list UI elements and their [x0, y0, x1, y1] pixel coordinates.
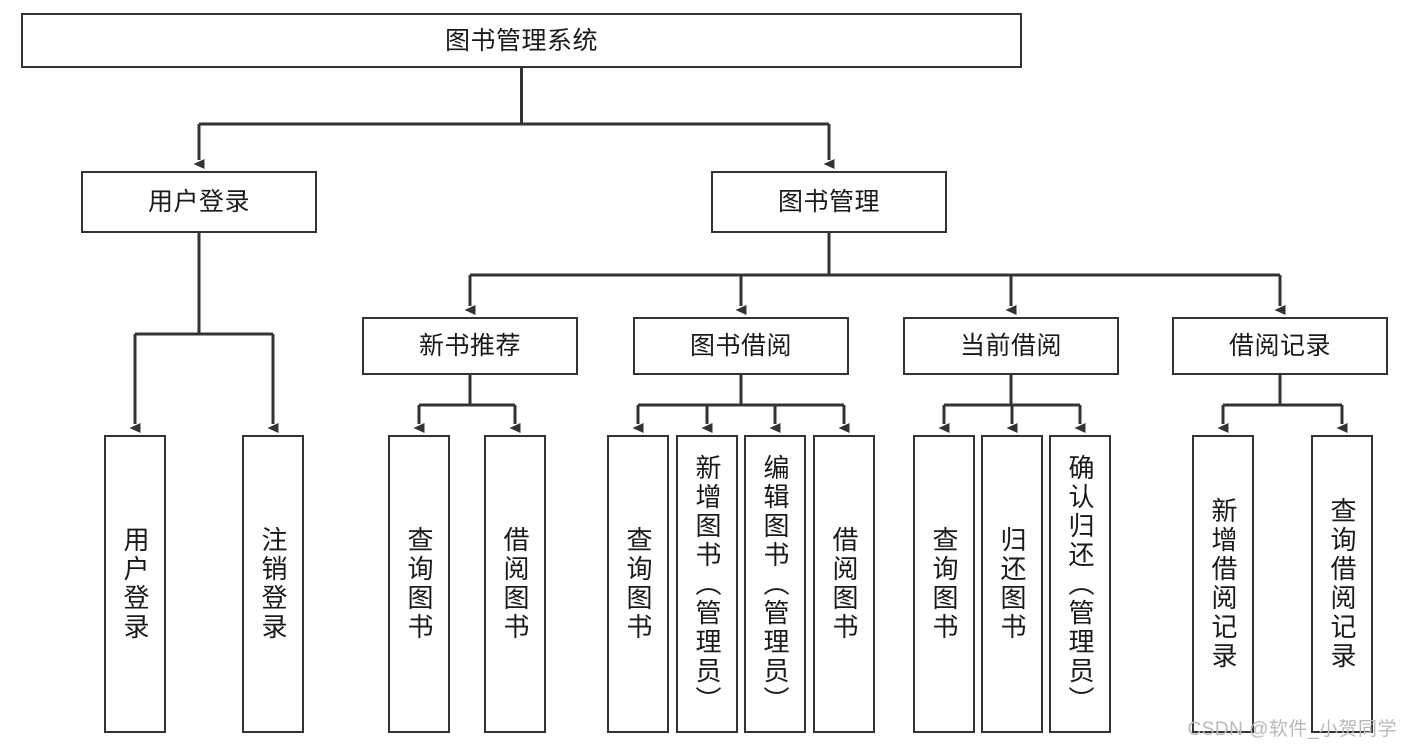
node-leaf-query-book-current[interactable]: 查询图书: [913, 435, 975, 733]
node-label: 编辑图书（管理员）: [760, 453, 790, 715]
node-label: 用户登录: [120, 526, 150, 642]
node-leaf-return-book[interactable]: 归还图书: [981, 435, 1043, 733]
node-label: 新增图书（管理员）: [692, 453, 722, 715]
node-leaf-user-login[interactable]: 用户登录: [104, 435, 166, 733]
node-leaf-query-book-borrow[interactable]: 查询图书: [607, 435, 669, 733]
node-label: 归还图书: [997, 526, 1027, 642]
node-leaf-logout[interactable]: 注销登录: [242, 435, 304, 733]
node-label: 注销登录: [258, 526, 288, 642]
node-book-management[interactable]: 图书管理: [711, 171, 947, 233]
watermark-text: CSDN @软件_小贺同学: [1187, 719, 1397, 740]
node-current-borrow[interactable]: 当前借阅: [903, 317, 1119, 375]
node-leaf-query-book-recommend[interactable]: 查询图书: [388, 435, 450, 733]
node-label: 借阅图书: [500, 526, 530, 642]
node-new-book-recommend[interactable]: 新书推荐: [362, 317, 578, 375]
node-label: 查询图书: [623, 526, 653, 642]
node-borrow-record[interactable]: 借阅记录: [1172, 317, 1388, 375]
node-leaf-confirm-return[interactable]: 确认归还（管理员）: [1049, 435, 1111, 733]
node-leaf-query-borrow-record[interactable]: 查询借阅记录: [1311, 435, 1373, 733]
node-user-login[interactable]: 用户登录: [81, 171, 317, 233]
node-leaf-borrow-book[interactable]: 借阅图书: [813, 435, 875, 733]
node-leaf-add-borrow-record[interactable]: 新增借阅记录: [1192, 435, 1254, 733]
node-label: 新增借阅记录: [1208, 497, 1238, 671]
node-label: 图书管理: [777, 188, 880, 216]
node-leaf-borrow-book-recommend[interactable]: 借阅图书: [484, 435, 546, 733]
node-label: 查询图书: [929, 526, 959, 642]
node-root[interactable]: 图书管理系统: [21, 13, 1022, 68]
node-book-borrow[interactable]: 图书借阅: [633, 317, 849, 375]
node-label: 查询图书: [404, 526, 434, 642]
node-label: 借阅图书: [829, 526, 859, 642]
node-label: 图书管理系统: [444, 26, 598, 55]
node-label: 新书推荐: [418, 332, 521, 360]
node-label: 用户登录: [147, 188, 250, 216]
node-label: 确认归还（管理员）: [1065, 453, 1095, 715]
node-leaf-edit-book[interactable]: 编辑图书（管理员）: [744, 435, 806, 733]
node-leaf-add-book[interactable]: 新增图书（管理员）: [676, 435, 738, 733]
node-label: 图书借阅: [689, 332, 792, 360]
node-label: 查询借阅记录: [1327, 497, 1357, 671]
node-label: 借阅记录: [1228, 332, 1331, 360]
node-label: 当前借阅: [959, 332, 1062, 360]
